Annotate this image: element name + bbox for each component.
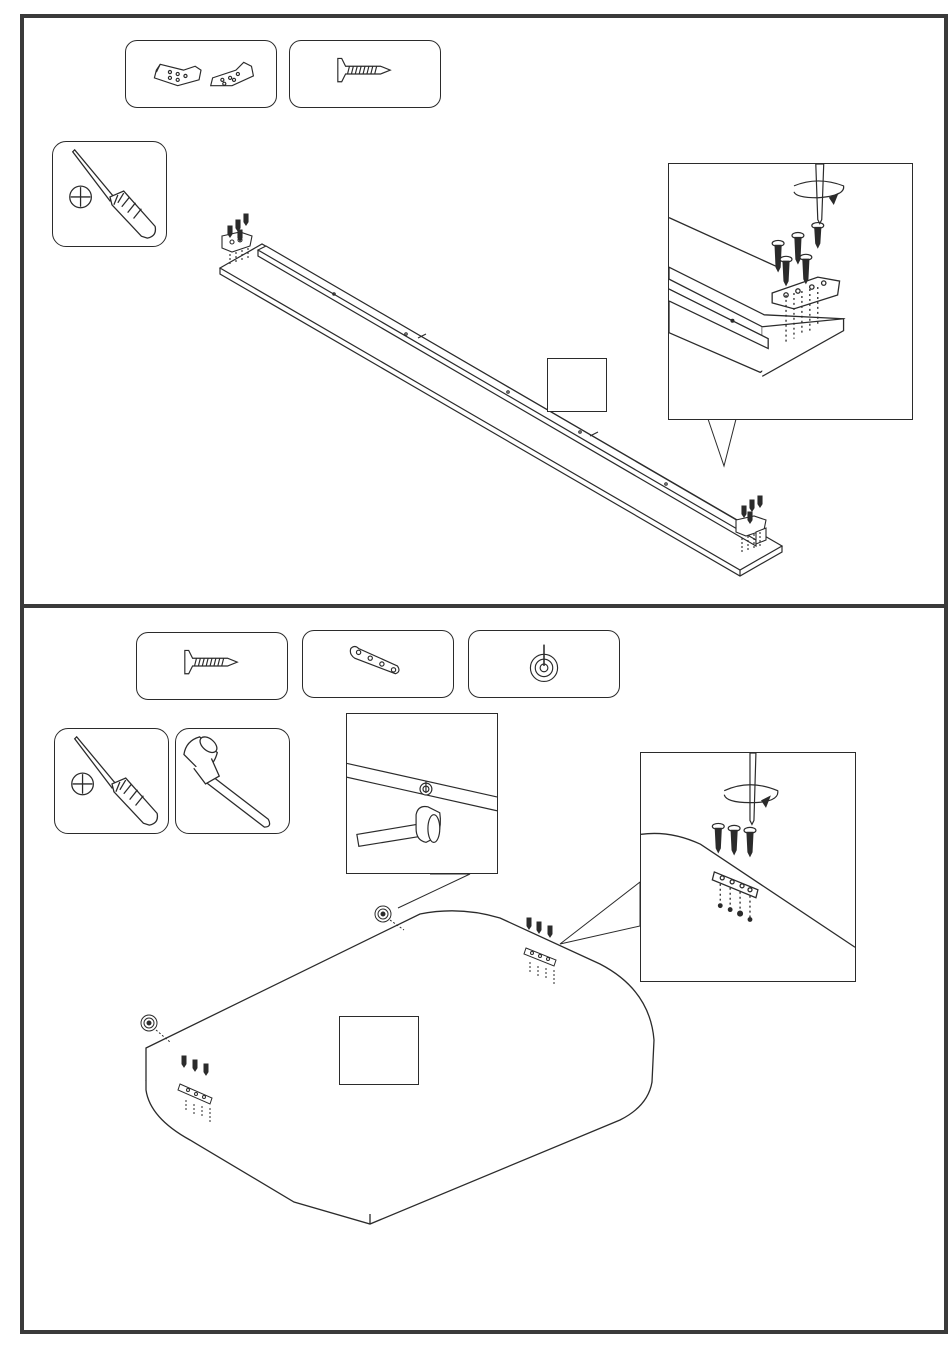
- part-box-screw: [136, 632, 288, 700]
- metal-bracket-pair-icon: [126, 41, 276, 107]
- screwdriver-shaft: [794, 164, 844, 224]
- screw-icons: [712, 823, 756, 856]
- bracket-screw-detail: [668, 163, 913, 420]
- part-box-glide: [468, 630, 620, 698]
- panel-divider: [20, 604, 944, 608]
- flat-mending-plate-icon: [303, 631, 453, 697]
- rubber-mallet-icon: [176, 729, 289, 833]
- step-number-box: [547, 358, 607, 412]
- screwdriver-shaft: [724, 753, 778, 824]
- tool-box-screwdriver: [52, 141, 167, 247]
- screw-icons: [772, 223, 824, 285]
- phillips-screwdriver-icon: [53, 142, 166, 246]
- bracket-screw-detail-drawing: [669, 164, 912, 419]
- glide-hammer-detail-drawing: [347, 714, 497, 873]
- glide-hammer-detail: [346, 713, 498, 874]
- part-box-screw: [289, 40, 441, 108]
- tool-box-mallet: [175, 728, 290, 834]
- plate-screw-detail-drawing: [641, 753, 855, 981]
- part-box-brackets: [125, 40, 277, 108]
- nail-in-glide-icon: [469, 631, 619, 697]
- phillips-screwdriver-icon: [55, 729, 168, 833]
- step-number-box: [339, 1016, 419, 1085]
- plate-screw-detail: [640, 752, 856, 982]
- tool-box-screwdriver: [54, 728, 169, 834]
- wood-screw-icon: [137, 633, 287, 699]
- part-box-plate: [302, 630, 454, 698]
- wood-screw-icon: [290, 41, 440, 107]
